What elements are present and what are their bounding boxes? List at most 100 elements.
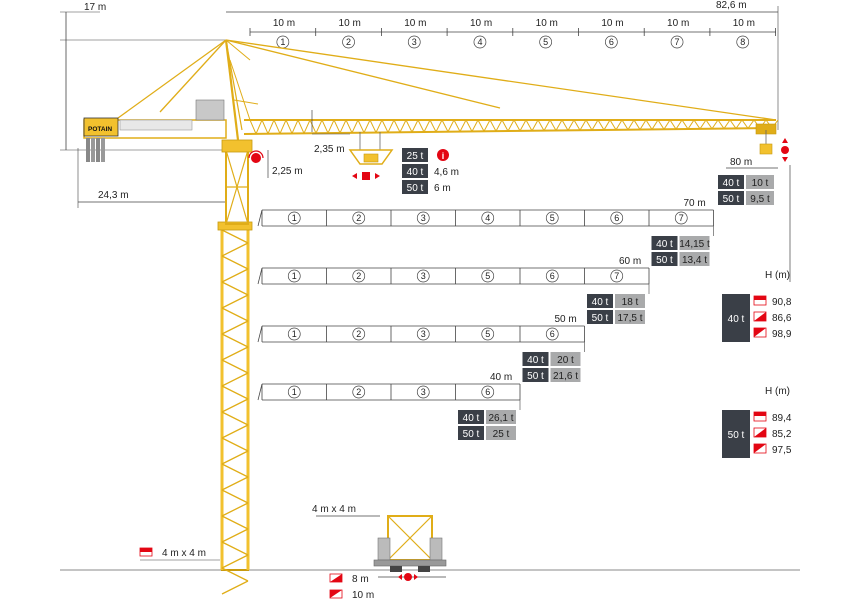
base-width-10m-label: 10 m [352,590,374,600]
jib-config-length: 70 m [684,198,706,209]
jib-capacity-box [679,252,710,266]
jib-segment-number: 6 [614,213,619,223]
jib-load-box [458,410,484,424]
tip-capacity-box [746,191,774,205]
jib-load-box [587,294,613,308]
top-segment-number: 3 [412,37,417,47]
top-segment-length: 10 m [733,18,755,29]
top-segment-length: 10 m [470,18,492,29]
hook-offset-label: 2,35 m [314,144,345,155]
tip-load-box [718,191,744,205]
hook-load-box [402,164,428,178]
jib-segment-number: 2 [356,329,361,339]
hook-load-box [402,180,428,194]
jib-load-value: 50 t [656,255,673,266]
base-width-8m-label: 8 m [352,574,369,585]
hook-load-value: 40 t [407,167,424,178]
jib-capacity-value: 14,15 t [679,239,710,250]
counter-jib-length-label: 24,3 m [98,190,129,201]
tip-capacity-box [746,175,774,189]
height-value: 86,6 [772,313,792,324]
height-table-title: H (m) [765,270,790,281]
pendant-lines [117,39,777,121]
height-value: 89,4 [772,413,792,424]
top-segment-number: 8 [740,37,745,47]
jib-segment-badge [481,269,495,283]
base-section: 4 m x 4 m [312,504,447,581]
jib-segment-badge [287,269,301,283]
jib-load-value: 50 t [527,371,544,382]
top-segment-badge [670,35,684,49]
top-segment-badge [473,35,487,49]
jib-segment-number: 2 [356,387,361,397]
jib-segment-number: 1 [292,213,297,223]
jib-capacity-box [615,294,645,308]
jib-segment-badge [545,211,559,225]
height-load-value: 40 t [728,314,745,325]
jib-segment-number: 1 [292,387,297,397]
jib-segment-number: 3 [421,329,426,339]
jib-load-box [522,368,549,382]
tower-offset-label: 2,25 m [272,166,303,177]
jib-load-value: 50 t [592,313,609,324]
mast-section-label: 4 m x 4 m [162,548,206,559]
height-tables: H (m)40 t90,886,698,9H (m)50 t89,485,297… [722,270,792,458]
jib-segment-badge [416,269,430,283]
hook-load-distance: 6 m [434,183,451,194]
top-segment-length: 10 m [536,18,558,29]
hook-load-distance: 4,6 m [434,167,459,178]
tower-offset-dim: 2,25 m [267,150,303,178]
base-footprint-label: 4 m x 4 m [312,504,356,515]
hook-offset-dim: 2,35 m [311,110,350,155]
total-length-label: 82,6 m [716,0,747,11]
jib-load-box [522,352,549,366]
top-segment-number: 5 [543,37,548,47]
jib-segment-badge [416,385,430,399]
jib-segment-number: 7 [614,271,619,281]
jib-segment-badge [287,211,301,225]
jib-segment-badge [352,211,366,225]
jib-capacity-value: 20 t [557,355,574,366]
height-value: 97,5 [772,445,792,456]
tip-radius: 80 m [726,138,791,282]
height-value: 98,9 [772,329,792,340]
jib-segment-badge [481,211,495,225]
jib-segment-number: 2 [356,213,361,223]
jib-load-value: 40 t [527,355,544,366]
top-segment-length: 10 m [339,18,361,29]
jib-config-length: 40 m [490,372,512,383]
top-segment-badge [407,35,421,49]
tip-hook [759,130,773,155]
jib-capacity-value: 25 t [493,429,510,440]
jib-capacity-box [550,368,581,382]
jib-segment-badge [674,211,688,225]
top-segment-badge [736,35,750,49]
jib-segment-badge [481,385,495,399]
tip-capacity-value: 9,5 t [750,194,770,205]
jib-segment-badge [545,327,559,341]
top-segment-badge [604,35,618,49]
top-segment-length: 10 m [601,18,623,29]
base-width-8m: 8 m [329,573,369,585]
jib-load-box [458,426,484,440]
jib-segment-number: 5 [485,329,490,339]
tip-capacity-value: 10 t [752,178,769,189]
jib-capacity-value: 26,1 t [488,413,513,424]
counter-jib-dim: 24,3 m [77,148,226,208]
jib-capacity-value: 18 t [622,297,639,308]
top-segment-number: 4 [477,37,482,47]
tip-radius-label: 80 m [730,157,752,168]
total-length-dim: 82,6 m [226,0,779,130]
mast-section: 4 m x 4 m [139,547,220,561]
jib-segment-badge [352,327,366,341]
jib-segment-number: 3 [421,387,426,397]
tip-load-value: 50 t [723,194,740,205]
jib-segment-badge [545,269,559,283]
jib-segment-badge [416,327,430,341]
height-load-value: 50 t [728,430,745,441]
